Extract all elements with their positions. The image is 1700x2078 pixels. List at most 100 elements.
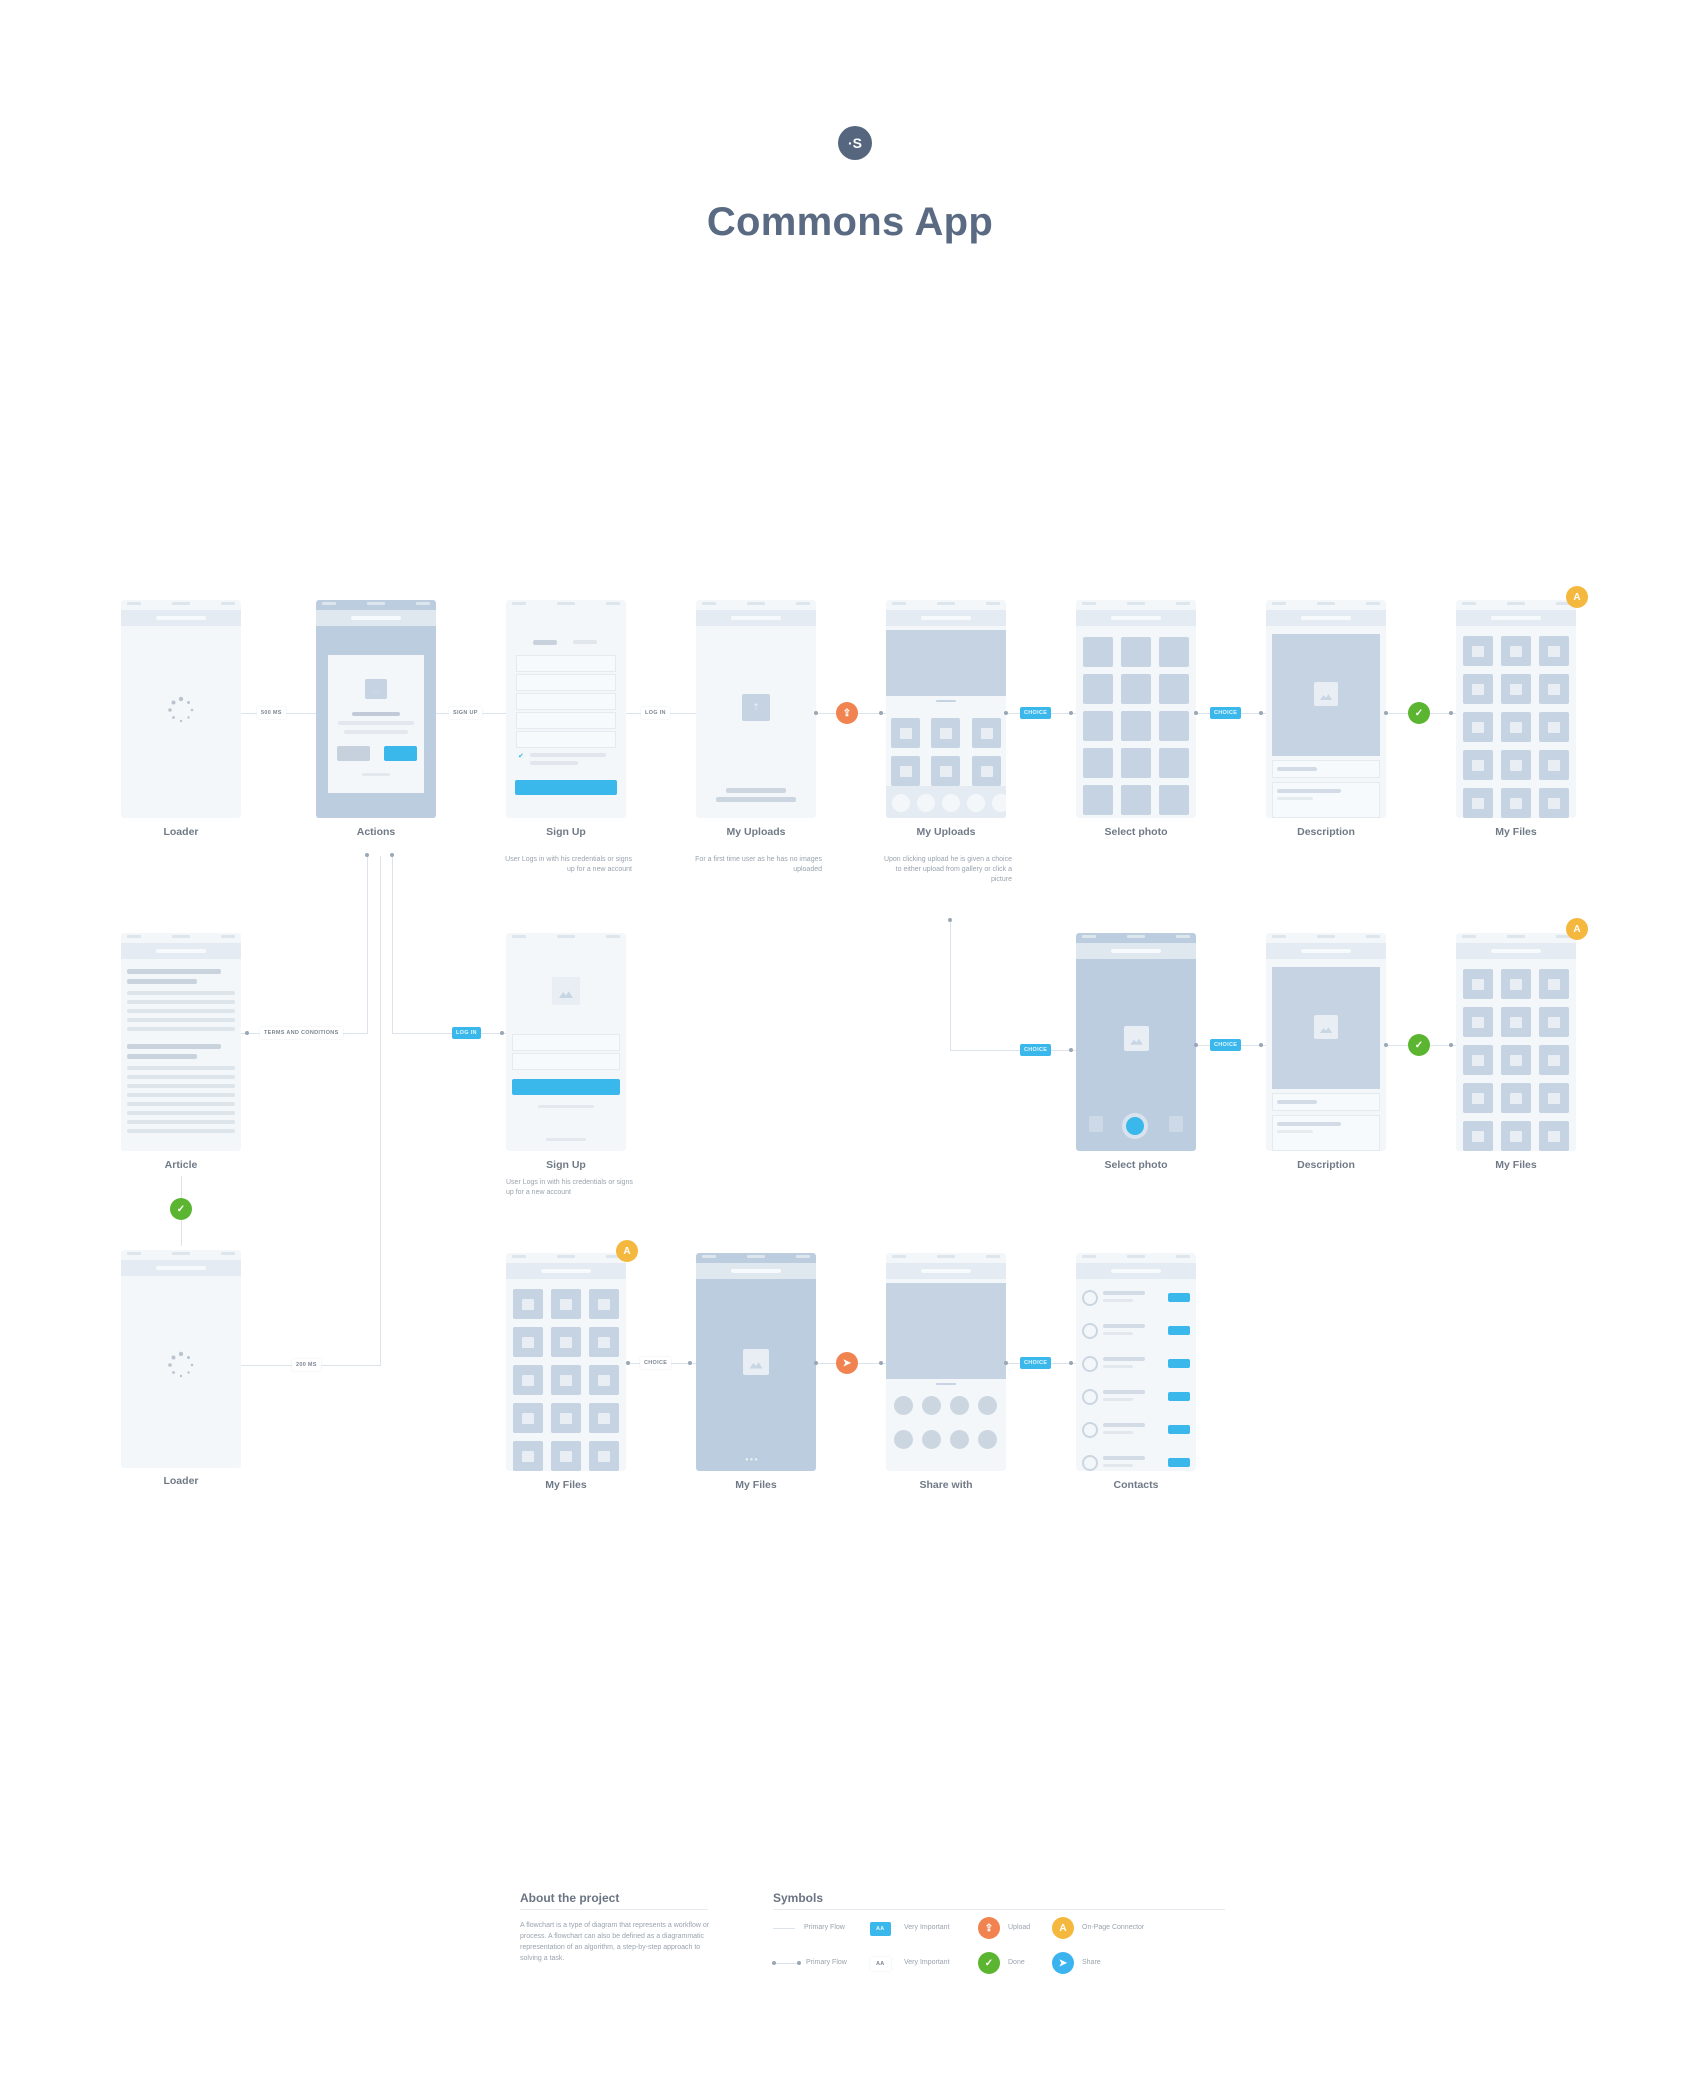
screen-my-files-detail[interactable]: ●●● [696, 1253, 816, 1471]
password-input[interactable] [512, 1053, 620, 1070]
contact-avatar[interactable] [950, 1430, 969, 1449]
contact-avatar[interactable] [922, 1430, 941, 1449]
confirm-button[interactable] [384, 746, 417, 761]
photo-tile[interactable] [1159, 748, 1189, 778]
contact-avatar[interactable] [950, 1396, 969, 1415]
option-circle[interactable] [967, 794, 985, 812]
very-important-tag-filled: AA [870, 1922, 891, 1936]
contact-row[interactable] [1076, 1316, 1196, 1348]
option-circle[interactable] [917, 794, 935, 812]
screen-share-with[interactable] [886, 1253, 1006, 1471]
screen-select-photo-gallery[interactable] [1076, 600, 1196, 818]
legend-label: Primary Flow [806, 1959, 847, 1966]
photo-tile[interactable] [1121, 711, 1151, 741]
input-field[interactable] [516, 693, 616, 710]
forgot-link[interactable] [538, 1105, 594, 1108]
status-bar [506, 1253, 626, 1263]
photo-tile[interactable] [1083, 711, 1113, 741]
status-bar [886, 1253, 1006, 1263]
screen-my-files[interactable] [506, 1253, 626, 1471]
screen-loader[interactable] [121, 1250, 241, 1468]
share-button[interactable] [1168, 1359, 1190, 1368]
input-field[interactable] [516, 674, 616, 691]
screen-description[interactable] [1266, 600, 1386, 818]
contact-avatar[interactable] [894, 1396, 913, 1415]
share-button[interactable] [1168, 1458, 1190, 1467]
photo-tile[interactable] [1083, 637, 1113, 667]
checkbox-check-icon[interactable]: ✔ [518, 753, 524, 760]
contact-row[interactable] [1076, 1283, 1196, 1315]
screen-my-files[interactable] [1456, 933, 1576, 1151]
image-icon [743, 1349, 769, 1375]
very-important-tag-outline: AA [870, 1957, 891, 1971]
photo-tile[interactable] [1159, 674, 1189, 704]
screen-sign-up-login[interactable] [506, 933, 626, 1151]
screen-select-photo-camera[interactable] [1076, 933, 1196, 1151]
screen-my-uploads-empty[interactable]: ⇡ [696, 600, 816, 818]
title-field[interactable] [1272, 1093, 1380, 1111]
option-circle[interactable] [942, 794, 960, 812]
contact-avatar[interactable] [922, 1396, 941, 1415]
option-circle[interactable] [892, 794, 910, 812]
screen-my-uploads-choice[interactable] [886, 600, 1006, 818]
share-button[interactable] [1168, 1326, 1190, 1335]
flow-tag-signup: SIGN UP [449, 707, 482, 719]
screen-my-files[interactable] [1456, 600, 1576, 818]
screen-loader[interactable] [121, 600, 241, 818]
contact-row[interactable] [1076, 1415, 1196, 1447]
screen-description[interactable] [1266, 933, 1386, 1151]
contact-row[interactable] [1076, 1382, 1196, 1414]
signup-submit-button[interactable] [515, 780, 617, 795]
photo-tile[interactable] [1159, 711, 1189, 741]
shutter-button[interactable] [1122, 1113, 1148, 1139]
tab-login[interactable] [573, 640, 597, 644]
photo-tile[interactable] [1121, 785, 1151, 815]
switch-camera-icon[interactable] [1169, 1116, 1183, 1132]
screen-label: Loader [163, 826, 199, 838]
photo-tile[interactable] [1159, 785, 1189, 815]
contact-row[interactable] [1076, 1349, 1196, 1381]
flow-line [392, 1033, 506, 1034]
photo-tile[interactable] [1121, 748, 1151, 778]
description-field[interactable] [1272, 782, 1380, 818]
title-field[interactable] [1272, 760, 1380, 778]
gallery-icon[interactable] [1089, 1116, 1103, 1132]
more-options-icon[interactable]: ●●● [745, 1457, 759, 1463]
share-button[interactable] [1168, 1293, 1190, 1302]
upload-badge-icon: ⇪ [978, 1917, 1000, 1939]
input-field[interactable] [516, 655, 616, 672]
tab-signup[interactable] [533, 640, 557, 645]
cancel-button[interactable] [337, 746, 370, 761]
photo-tile[interactable] [1083, 748, 1113, 778]
flow-arrow [1069, 711, 1073, 715]
login-submit-button[interactable] [512, 1079, 620, 1095]
screen-contacts[interactable] [1076, 1253, 1196, 1471]
contact-row[interactable] [1076, 1448, 1196, 1471]
share-button[interactable] [1168, 1425, 1190, 1434]
upload-placeholder-icon[interactable]: ⇡ [742, 694, 770, 721]
photo-tile[interactable] [1159, 637, 1189, 667]
contact-avatar[interactable] [978, 1430, 997, 1449]
input-field[interactable] [516, 731, 616, 748]
contact-avatar[interactable] [978, 1396, 997, 1415]
input-field[interactable] [516, 712, 616, 729]
screen-article[interactable] [121, 933, 241, 1151]
screen-actions[interactable] [316, 600, 436, 818]
description-field[interactable] [1272, 1115, 1380, 1151]
screen-sign-up[interactable]: ✔ [506, 600, 626, 818]
connector-glyph: A [1573, 591, 1581, 603]
contact-avatar[interactable] [894, 1430, 913, 1449]
done-badge-icon: ✓ [1408, 1034, 1430, 1056]
photo-preview [1272, 634, 1380, 756]
photo-tile[interactable] [1083, 674, 1113, 704]
signup-link[interactable] [546, 1138, 586, 1141]
flow-dot [1194, 1043, 1198, 1047]
photo-tile[interactable] [1121, 637, 1151, 667]
legend-label: Very Important [904, 1924, 950, 1931]
username-input[interactable] [512, 1034, 620, 1051]
photo-tile[interactable] [1121, 674, 1151, 704]
option-circle[interactable] [992, 794, 1006, 812]
photo-tile[interactable] [1083, 785, 1113, 815]
image-icon [365, 679, 387, 699]
share-button[interactable] [1168, 1392, 1190, 1401]
